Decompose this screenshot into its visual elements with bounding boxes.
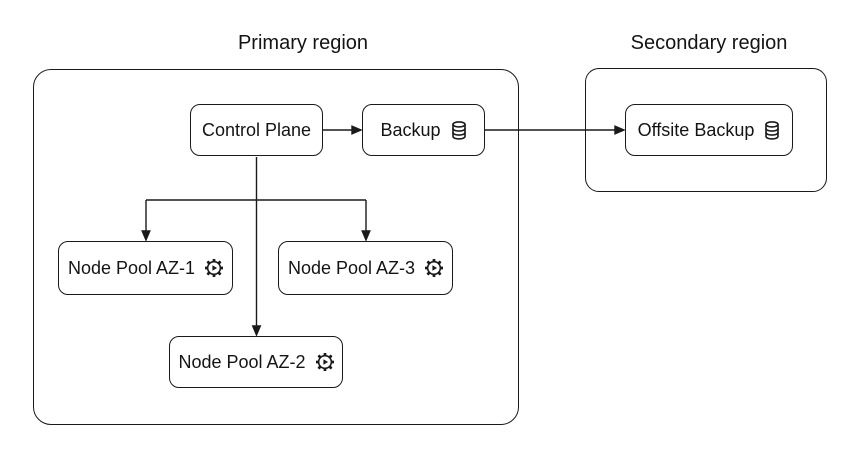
gear-icon	[205, 259, 224, 277]
node-label: Node Pool AZ-3	[287, 257, 416, 278]
node-label: Offsite Backup	[637, 119, 755, 140]
node-label: Backup	[380, 119, 441, 140]
node-pool-az2: Node Pool AZ-2	[169, 336, 343, 388]
node-label: Control Plane	[201, 119, 312, 140]
node-pool-az1: Node Pool AZ-1	[58, 241, 233, 295]
node-control-plane: Control Plane	[190, 104, 323, 156]
node-pool-az3: Node Pool AZ-3	[278, 241, 453, 295]
node-label: Node Pool AZ-2	[178, 351, 306, 372]
node-offsite-backup: Offsite Backup	[625, 104, 793, 156]
node-backup: Backup	[362, 104, 485, 156]
secondary-region-title: Secondary region	[630, 32, 788, 54]
gear-icon	[425, 259, 444, 277]
gear-icon	[315, 353, 334, 371]
database-icon	[451, 120, 467, 140]
primary-region-title: Primary region	[237, 32, 369, 54]
node-label: Node Pool AZ-1	[67, 257, 196, 278]
database-icon	[764, 120, 780, 140]
